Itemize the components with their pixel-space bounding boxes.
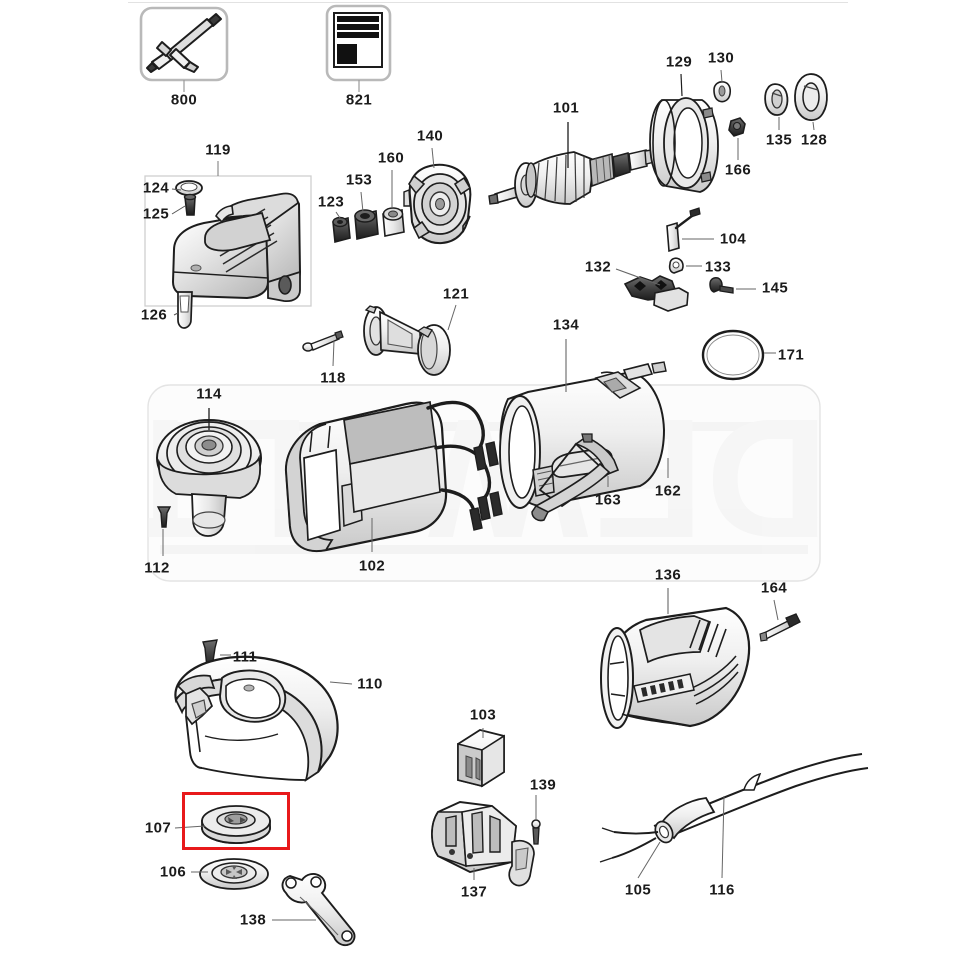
part-102-field-stator: [284, 400, 503, 553]
part-101-armature: [488, 148, 660, 208]
part-163-support-bar: [531, 433, 620, 522]
part-label-130: 130: [707, 49, 735, 67]
part-label-102: 102: [358, 557, 386, 575]
part-label-137: 137: [460, 883, 488, 901]
part-label-101: 101: [552, 99, 580, 117]
part-label-138: 138: [239, 911, 267, 929]
part-135-bearing: [764, 83, 789, 116]
part-164-screw: [759, 613, 801, 642]
part-label-153: 153: [345, 171, 373, 189]
group-box-119: [144, 175, 312, 307]
top-divider-line: [128, 2, 848, 3]
part-130-grommet: [713, 81, 732, 103]
icon-800-grinder: [139, 6, 229, 92]
part-label-112: 112: [144, 559, 170, 577]
part-123-bushing: [332, 216, 351, 244]
part-103-carbon-brush: [457, 729, 505, 788]
part-label-171: 171: [777, 346, 805, 364]
part-label-123: 123: [317, 193, 345, 211]
part-label-128: 128: [800, 131, 828, 149]
part-label-162: 162: [654, 482, 682, 500]
part-132-switch-lever: [623, 275, 689, 312]
part-label-145: 145: [761, 279, 789, 297]
part-119-motor-cover: [171, 192, 302, 303]
part-114-spindle-gear: [156, 419, 262, 537]
part-label-134: 134: [552, 316, 580, 334]
part-label-166: 166: [724, 161, 752, 179]
part-138-spanner-wrench: [281, 872, 356, 947]
part-145-screw: [709, 277, 734, 294]
part-118-pin: [302, 330, 344, 352]
part-139-screw: [531, 819, 541, 845]
svg-text:DEWALT: DEWALT: [111, 383, 828, 573]
part-label-136: 136: [654, 566, 682, 584]
part-128-bearing: [794, 73, 828, 122]
part-label-107: 107: [144, 819, 172, 837]
part-label-129: 129: [665, 53, 693, 71]
part-140-gear-case: [403, 163, 472, 245]
part-label-140: 140: [416, 127, 444, 145]
part-124-brush-cap: [175, 180, 203, 196]
part-126-lock-pin: [177, 291, 193, 329]
part-171-o-ring: [701, 329, 765, 381]
part-label-114: 114: [196, 385, 222, 403]
part-label-125: 125: [142, 205, 170, 223]
part-121-side-handle: [363, 305, 451, 376]
part-label-163: 163: [594, 491, 622, 509]
part-label-133: 133: [704, 258, 732, 276]
part-106-clamp-nut: [199, 858, 269, 890]
part-label-800: 800: [170, 91, 198, 109]
part-label-103: 103: [469, 706, 497, 724]
part-label-126: 126: [140, 306, 168, 324]
icon-821-nameplate: [325, 4, 392, 92]
part-125-screw: [183, 193, 197, 216]
part-label-119: 119: [205, 141, 231, 159]
part-160-bearing: [382, 207, 405, 237]
part-label-124: 124: [142, 179, 170, 197]
part-label-139: 139: [529, 776, 557, 794]
part-label-164: 164: [760, 579, 788, 597]
part-label-132: 132: [584, 258, 612, 276]
part-label-118: 118: [320, 369, 346, 387]
part-label-821: 821: [345, 91, 373, 109]
part-107-backing-flange: [201, 805, 271, 844]
part-116-power-cord: [599, 753, 869, 863]
part-label-110: 110: [357, 675, 383, 693]
part-110-wheel-guard: [174, 655, 339, 783]
part-166-nut: [728, 117, 746, 137]
part-104-carbon-brush: [666, 207, 701, 253]
part-label-104: 104: [719, 230, 747, 248]
part-label-116: 116: [709, 881, 735, 899]
part-137-switch-assembly: [431, 801, 535, 887]
part-label-106: 106: [159, 863, 187, 881]
part-133-clip: [668, 257, 684, 274]
part-label-135: 135: [765, 131, 793, 149]
highlight-box-107: [182, 792, 290, 850]
part-129-baffle: [649, 97, 719, 193]
part-label-111: 111: [232, 648, 258, 666]
part-label-160: 160: [377, 149, 405, 167]
part-112-screw: [156, 506, 172, 528]
part-153-bushing: [354, 209, 379, 240]
part-label-105: 105: [624, 881, 652, 899]
part-label-121: 121: [442, 285, 470, 303]
part-136-motor-housing: [600, 606, 751, 729]
